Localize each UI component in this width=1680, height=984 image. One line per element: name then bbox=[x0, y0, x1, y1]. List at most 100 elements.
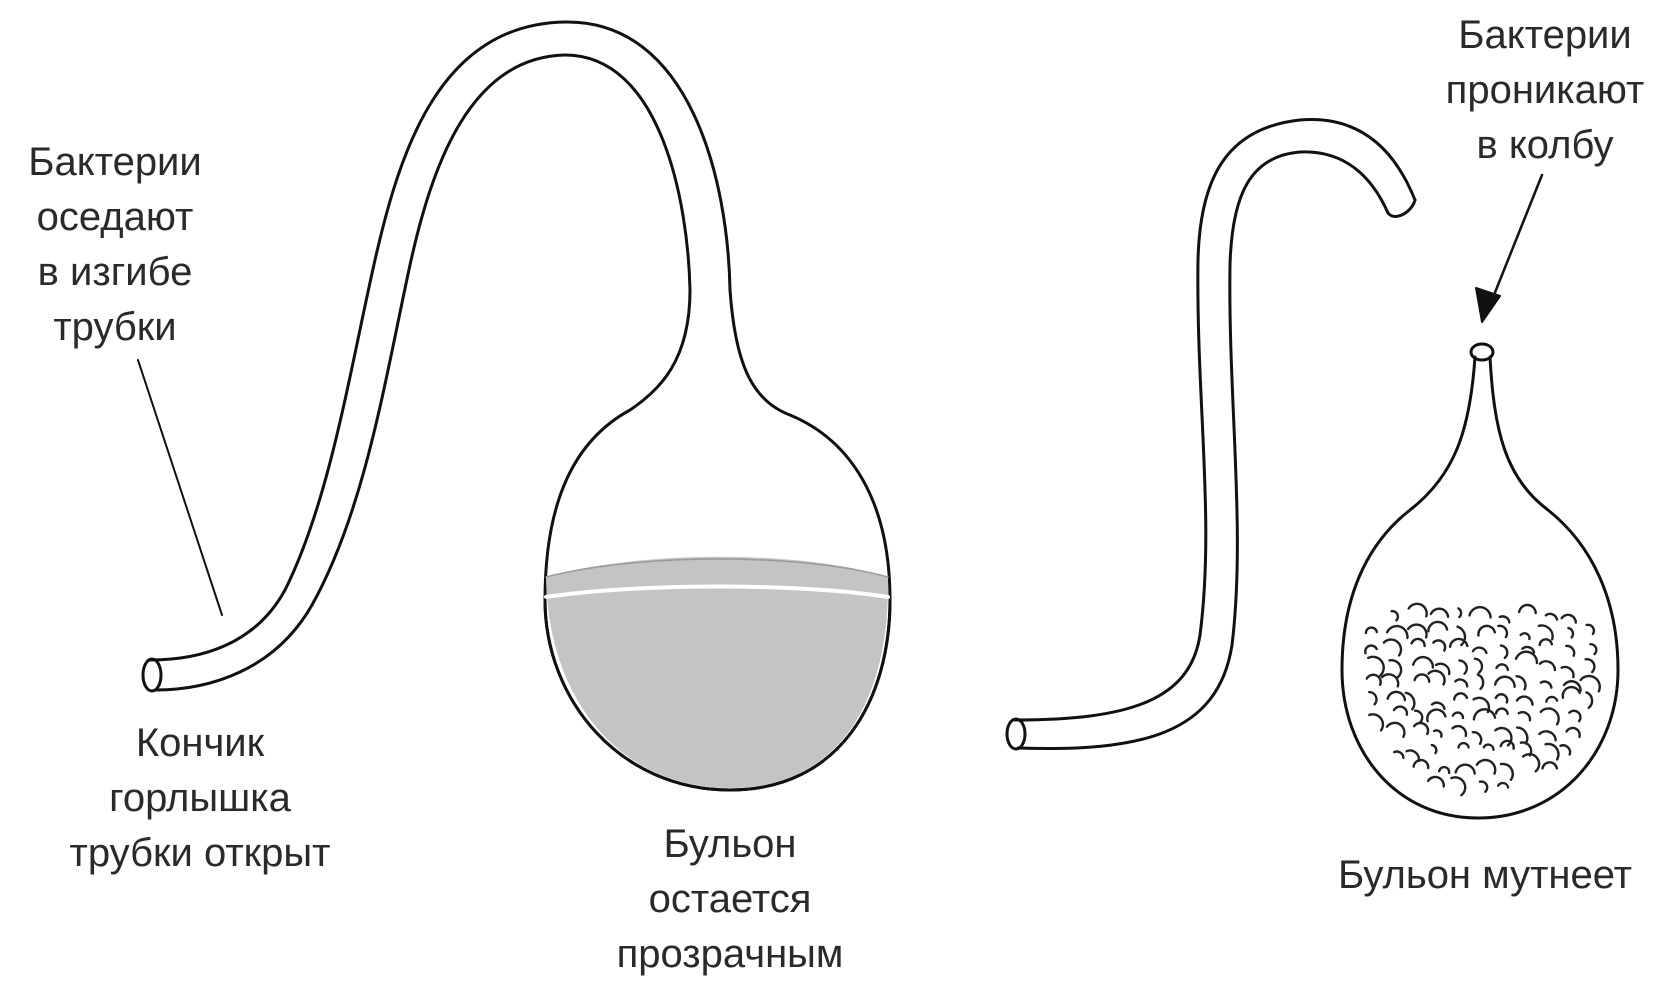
bacteria-colony bbox=[1455, 680, 1467, 687]
bacteria-colony bbox=[1541, 682, 1552, 688]
bacteria-colony bbox=[1394, 752, 1403, 758]
bacteria-colony bbox=[1497, 664, 1508, 670]
bacteria-colony bbox=[1432, 703, 1444, 709]
bacteria-colony bbox=[1414, 723, 1428, 734]
bacteria-colony bbox=[1406, 693, 1414, 710]
bacteria-colony bbox=[1453, 726, 1467, 736]
bacteria-colony bbox=[1498, 783, 1508, 788]
open-flask-body bbox=[1342, 357, 1618, 818]
bacteria-colony bbox=[1540, 639, 1552, 645]
bacteria-colony bbox=[1365, 646, 1376, 654]
cloudy-broth bbox=[1365, 604, 1600, 795]
bacteria-colony bbox=[1409, 604, 1427, 617]
bacteria-colony bbox=[1517, 676, 1526, 689]
bacteria-entry-arrow-head bbox=[1476, 288, 1500, 322]
bacteria-colony bbox=[1369, 714, 1383, 730]
bacteria-colony bbox=[1543, 762, 1557, 768]
bacteria-colony bbox=[1587, 625, 1594, 634]
bacteria-colony bbox=[1517, 697, 1533, 705]
bacteria-colony bbox=[1521, 633, 1530, 639]
open-flask bbox=[1342, 175, 1618, 818]
bacteria-colony bbox=[1394, 707, 1407, 715]
bacteria-colony bbox=[1500, 616, 1509, 622]
bacteria-colony bbox=[1478, 675, 1483, 689]
bacteria-colony bbox=[1387, 723, 1404, 737]
bacteria-colony bbox=[1519, 605, 1536, 613]
bacteria-colony bbox=[1567, 728, 1580, 737]
bacteria-colony bbox=[1546, 744, 1559, 759]
bacteria-colony bbox=[1473, 648, 1487, 653]
bacteria-colony bbox=[1428, 622, 1447, 631]
bacteria-colony bbox=[1415, 674, 1430, 681]
bacteria-colony bbox=[1414, 760, 1429, 768]
bacteria-colony bbox=[1496, 709, 1508, 714]
bacteria-colony bbox=[1436, 664, 1449, 674]
bacteria-colony bbox=[1519, 712, 1530, 720]
bacteria-colony bbox=[1392, 611, 1398, 620]
bacteria-colony bbox=[1546, 697, 1557, 702]
label-bacteria-settle: Бактерии оседают в изгибе трубки bbox=[0, 135, 230, 355]
bacteria-colony bbox=[1561, 745, 1571, 754]
bacteria-colony bbox=[1498, 626, 1507, 637]
bacteria-colony bbox=[1415, 711, 1422, 723]
bacteria-colony bbox=[1368, 657, 1384, 676]
bacteria-colony bbox=[1484, 745, 1494, 750]
bacteria-colony bbox=[1460, 661, 1467, 674]
bacteria-colony bbox=[1563, 687, 1580, 698]
bacteria-colony bbox=[1539, 626, 1553, 640]
bacteria-colony bbox=[1516, 652, 1537, 663]
bacteria-colony bbox=[1454, 693, 1467, 699]
bacteria-colony bbox=[1477, 760, 1495, 774]
bacteria-colony bbox=[1517, 728, 1527, 744]
bacteria-colony bbox=[1407, 751, 1419, 761]
bacteria-colony bbox=[1433, 640, 1445, 650]
bacteria-colony bbox=[1388, 692, 1405, 700]
bacteria-colony bbox=[1541, 708, 1559, 724]
label-broth-clear: Бульон остается прозрачным bbox=[570, 817, 890, 982]
bacteria-colony bbox=[1450, 639, 1467, 647]
bacteria-colony bbox=[1451, 777, 1465, 795]
bacteria-colony bbox=[1432, 745, 1437, 753]
bacteria-colony bbox=[1586, 692, 1592, 707]
broken-neck-tube bbox=[1007, 120, 1415, 749]
bacteria-colony bbox=[1458, 627, 1465, 645]
bacteria-colony bbox=[1495, 677, 1514, 687]
bacteria-colony bbox=[1475, 659, 1482, 673]
bacteria-colony bbox=[1429, 671, 1445, 685]
bacteria-colony bbox=[1586, 659, 1595, 672]
bacteria-colony bbox=[1590, 644, 1596, 654]
settle-pointer-line bbox=[138, 360, 222, 615]
bacteria-colony bbox=[1431, 609, 1448, 617]
bacteria-colony bbox=[1562, 615, 1576, 623]
bacteria-colony bbox=[1384, 640, 1401, 656]
bacteria-colony bbox=[1496, 694, 1507, 702]
bacteria-colony bbox=[1470, 607, 1491, 617]
bacteria-colony bbox=[1408, 625, 1426, 638]
label-tip-open: Кончик горлышка трубки открыт bbox=[40, 716, 360, 881]
bacteria-colony bbox=[1459, 743, 1469, 747]
broken-tube-end bbox=[1007, 719, 1025, 749]
bacteria-colony bbox=[1367, 675, 1381, 685]
bacteria-colony bbox=[1453, 713, 1463, 718]
bacteria-colony bbox=[1539, 731, 1555, 740]
bacteria-colony bbox=[1456, 765, 1475, 774]
bacteria-colony bbox=[1366, 628, 1377, 633]
bacteria-colony bbox=[1458, 608, 1461, 617]
bacteria-colony bbox=[1473, 732, 1481, 744]
bacteria-colony bbox=[1413, 657, 1433, 667]
bacteria-colony bbox=[1369, 692, 1376, 704]
bacteria-colony bbox=[1546, 614, 1557, 620]
bacteria-colony bbox=[1474, 709, 1495, 719]
bacteria-colony bbox=[1523, 754, 1539, 771]
bacteria-colony bbox=[1434, 730, 1441, 736]
bacteria-entry-arrow-shaft bbox=[1494, 175, 1542, 295]
bacteria-colony bbox=[1566, 646, 1574, 656]
bacteria-colony bbox=[1387, 626, 1407, 638]
swan-neck-flask bbox=[138, 22, 890, 790]
swan-neck-tube-tip bbox=[143, 659, 161, 691]
bacteria-colony bbox=[1568, 628, 1573, 637]
open-flask-mouth bbox=[1471, 344, 1493, 360]
bacteria-colony bbox=[1581, 676, 1600, 691]
bacteria-colony bbox=[1427, 710, 1445, 722]
bacteria-colony bbox=[1478, 626, 1494, 636]
